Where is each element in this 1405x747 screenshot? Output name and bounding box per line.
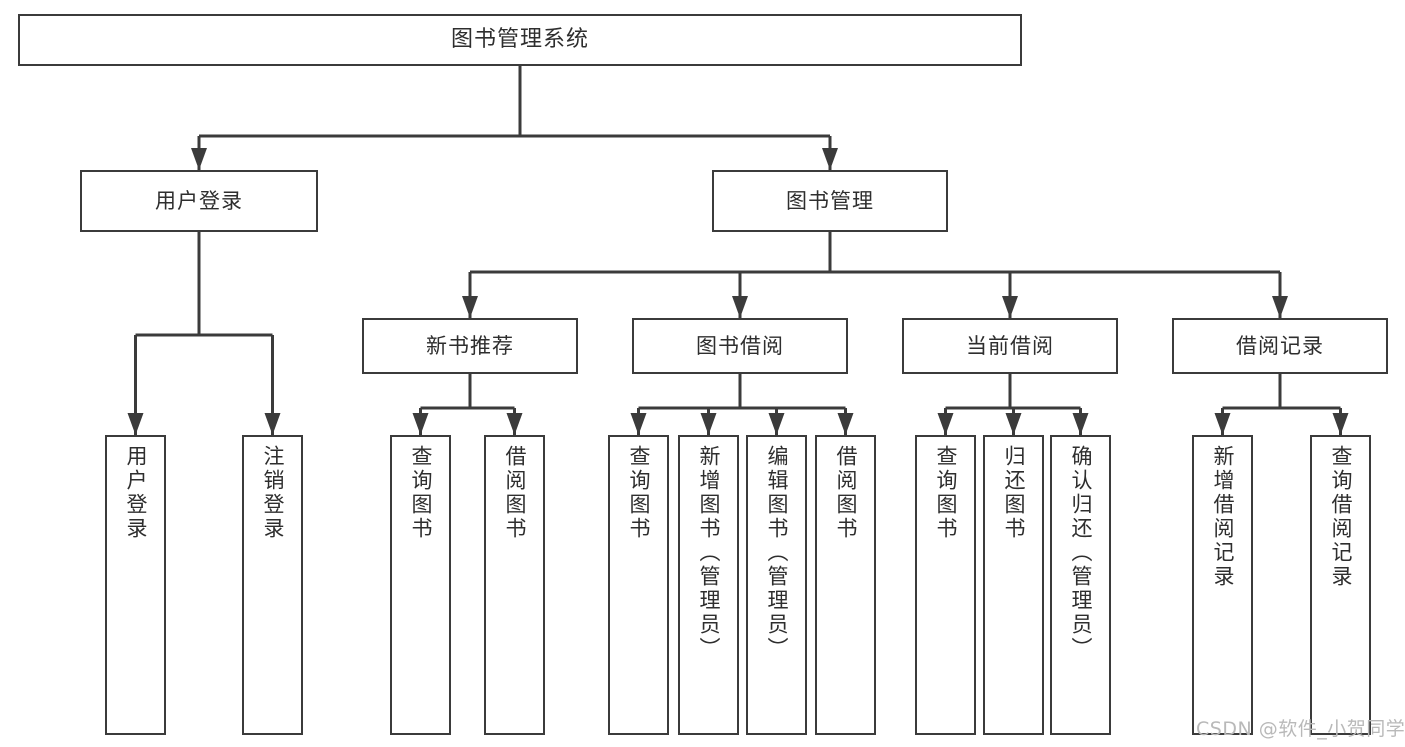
node-book-manage-label: 图书管理 bbox=[786, 188, 874, 213]
node-book-borrow[interactable]: 图书借阅 bbox=[632, 318, 848, 374]
arrowhead-new-book-recommend bbox=[462, 296, 478, 318]
node-leaf-confirm-return-label: 确认归还（管理员） bbox=[1069, 445, 1093, 661]
arrowhead-current-borrow bbox=[1002, 296, 1018, 318]
arrowhead-leaf-query-book-3 bbox=[937, 413, 954, 435]
node-leaf-return-book[interactable]: 归还图书 bbox=[983, 435, 1044, 735]
node-leaf-borrow-book-2[interactable]: 借阅图书 bbox=[815, 435, 876, 735]
node-leaf-query-record-label: 查询借阅记录 bbox=[1329, 445, 1353, 589]
arrowhead-leaf-borrow-book-2 bbox=[837, 413, 854, 435]
node-leaf-add-book-label: 新增图书（管理员） bbox=[697, 445, 721, 661]
node-book-borrow-label: 图书借阅 bbox=[696, 333, 784, 358]
arrowhead-leaf-add-record bbox=[1214, 413, 1231, 435]
node-leaf-confirm-return[interactable]: 确认归还（管理员） bbox=[1050, 435, 1111, 735]
node-current-borrow[interactable]: 当前借阅 bbox=[902, 318, 1118, 374]
arrowhead-leaf-query-book-2 bbox=[630, 413, 647, 435]
arrowhead-leaf-user-login bbox=[127, 413, 144, 435]
arrowhead-leaf-edit-book bbox=[768, 413, 785, 435]
node-leaf-borrow-book-1-label: 借阅图书 bbox=[503, 445, 527, 541]
node-leaf-logout-label: 注销登录 bbox=[261, 445, 285, 541]
arrowhead-leaf-confirm-return bbox=[1072, 413, 1089, 435]
node-new-book-recommend[interactable]: 新书推荐 bbox=[362, 318, 578, 374]
node-user-login[interactable]: 用户登录 bbox=[80, 170, 318, 232]
arrowhead-borrow-record bbox=[1272, 296, 1288, 318]
node-root-system[interactable]: 图书管理系统 bbox=[18, 14, 1022, 66]
arrowhead-leaf-add-book bbox=[700, 413, 717, 435]
node-leaf-add-book[interactable]: 新增图书（管理员） bbox=[678, 435, 739, 735]
node-current-borrow-label: 当前借阅 bbox=[966, 333, 1054, 358]
arrowhead-leaf-return-book bbox=[1005, 413, 1022, 435]
node-leaf-query-book-1[interactable]: 查询图书 bbox=[390, 435, 451, 735]
arrowhead-leaf-borrow-book-1 bbox=[506, 413, 523, 435]
arrowhead-book-borrow bbox=[732, 296, 748, 318]
arrowhead-leaf-logout bbox=[264, 413, 281, 435]
node-leaf-query-book-3[interactable]: 查询图书 bbox=[915, 435, 976, 735]
node-leaf-query-record[interactable]: 查询借阅记录 bbox=[1310, 435, 1371, 735]
node-borrow-record-label: 借阅记录 bbox=[1236, 333, 1324, 358]
node-root-system-label: 图书管理系统 bbox=[450, 27, 589, 53]
node-book-manage[interactable]: 图书管理 bbox=[712, 170, 948, 232]
node-new-book-recommend-label: 新书推荐 bbox=[426, 333, 514, 358]
arrowhead-leaf-query-book-1 bbox=[412, 413, 429, 435]
node-leaf-return-book-label: 归还图书 bbox=[1002, 445, 1026, 541]
node-leaf-borrow-book-2-label: 借阅图书 bbox=[834, 445, 858, 541]
node-leaf-query-book-2[interactable]: 查询图书 bbox=[608, 435, 669, 735]
arrowhead-book-manage bbox=[822, 148, 838, 170]
node-leaf-edit-book[interactable]: 编辑图书（管理员） bbox=[746, 435, 807, 735]
arrowhead-user-login bbox=[191, 148, 207, 170]
node-borrow-record[interactable]: 借阅记录 bbox=[1172, 318, 1388, 374]
node-leaf-add-record-label: 新增借阅记录 bbox=[1211, 445, 1235, 589]
node-leaf-query-book-2-label: 查询图书 bbox=[627, 445, 651, 541]
node-leaf-edit-book-label: 编辑图书（管理员） bbox=[765, 445, 789, 661]
node-leaf-user-login[interactable]: 用户登录 bbox=[105, 435, 166, 735]
node-leaf-user-login-label: 用户登录 bbox=[124, 445, 148, 541]
arrowhead-leaf-query-record bbox=[1332, 413, 1349, 435]
node-leaf-add-record[interactable]: 新增借阅记录 bbox=[1192, 435, 1253, 735]
node-leaf-query-book-3-label: 查询图书 bbox=[934, 445, 958, 541]
node-leaf-query-book-1-label: 查询图书 bbox=[409, 445, 433, 541]
node-leaf-logout[interactable]: 注销登录 bbox=[242, 435, 303, 735]
node-leaf-borrow-book-1[interactable]: 借阅图书 bbox=[484, 435, 545, 735]
node-user-login-label: 用户登录 bbox=[155, 188, 243, 213]
